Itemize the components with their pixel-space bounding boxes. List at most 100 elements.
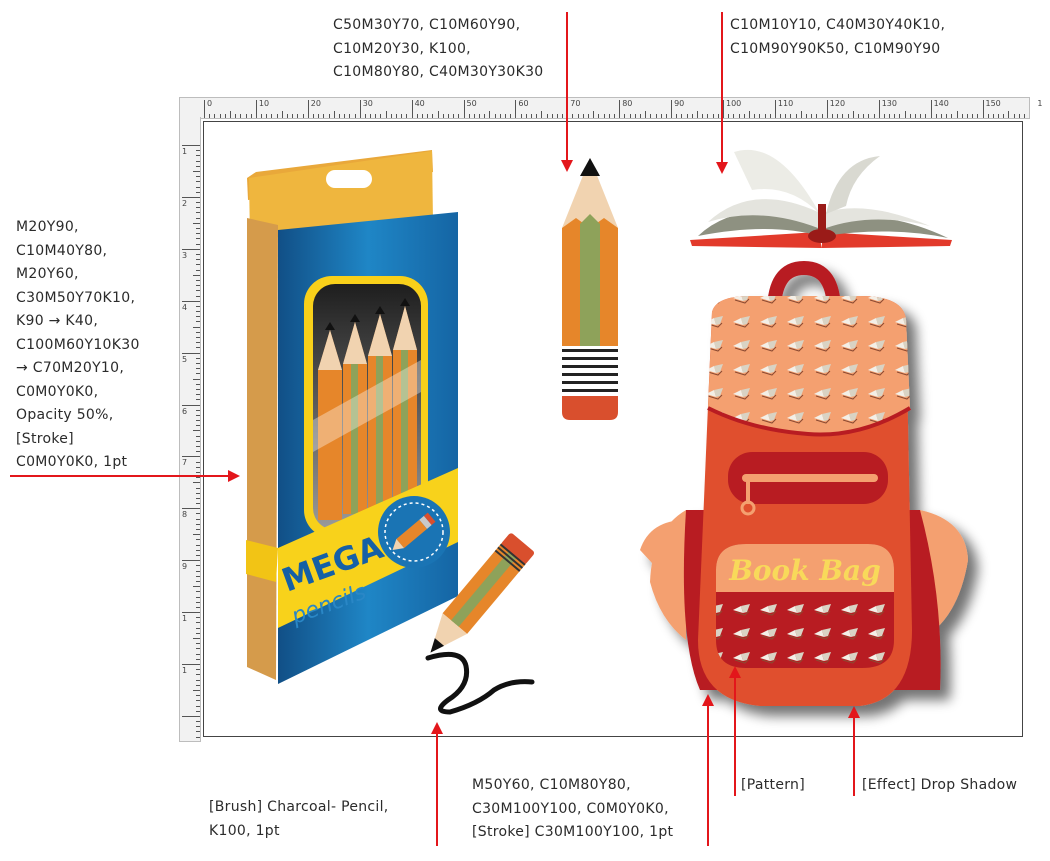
- note-line: C0M0Y0K0,: [16, 383, 99, 400]
- ruler-label: 120: [829, 99, 846, 108]
- ruler-label: 0: [207, 99, 213, 108]
- ruler-tick: [733, 114, 735, 118]
- ruler-tick: [292, 114, 294, 118]
- ruler-tick: [196, 311, 200, 313]
- ruler-tick: [196, 165, 200, 167]
- ruler-tick: [196, 279, 200, 281]
- ruler-tick: [196, 409, 200, 411]
- ruler-tick: [196, 705, 200, 707]
- note-book: C10M10Y10, C40M30Y40K10, C10M90Y90K50, C…: [730, 14, 945, 61]
- ruler-tick: [193, 638, 200, 640]
- note-line: → C70M20Y10,: [16, 360, 125, 376]
- ruler-tick: [375, 114, 377, 118]
- ruler-label: 8: [182, 510, 188, 520]
- ruler-tick: [196, 627, 200, 629]
- ruler-tick: [323, 114, 325, 118]
- ruler-tick: [873, 114, 875, 118]
- ruler-tick: [992, 114, 994, 118]
- ruler-tick: [1008, 111, 1010, 118]
- ruler-tick: [196, 601, 200, 603]
- ruler-tick: [196, 679, 200, 681]
- ruler-tick: [196, 477, 200, 479]
- ruler-tick: [494, 114, 496, 118]
- ruler-tick: [972, 114, 974, 118]
- arrow-pattern: [729, 666, 741, 796]
- ruler-tick: [333, 111, 335, 118]
- ruler-tick: [821, 114, 823, 118]
- bag-zipper-pull: [740, 500, 756, 516]
- ruler-tick: [624, 114, 626, 118]
- ruler-tick: [196, 622, 200, 624]
- ruler-tick: [681, 114, 683, 118]
- bag-pocket-pattern: [716, 590, 894, 668]
- ruler-tick: [196, 523, 200, 525]
- ruler-label: 1: [182, 147, 188, 156]
- ruler-tick: [193, 482, 200, 484]
- ruler-tick: [868, 114, 870, 118]
- ruler-tick: [196, 492, 200, 494]
- ruler-tick: [370, 114, 372, 118]
- ruler-tick: [196, 632, 200, 634]
- ruler-tick: [182, 664, 200, 665]
- ruler-tick: [196, 181, 200, 183]
- ruler-tick: [956, 111, 958, 118]
- ruler-tick: [935, 114, 937, 118]
- note-line: C30M50Y70K10,: [16, 289, 136, 306]
- ruler-tick: [196, 648, 200, 650]
- note-line: C10M80Y80, C40M30Y30K30: [333, 64, 544, 80]
- ruler-tick: [261, 114, 263, 118]
- ruler-tick: [196, 176, 200, 178]
- ruler-tick: [427, 114, 429, 118]
- ruler-tick: [614, 114, 615, 118]
- ruler-tick: [196, 259, 200, 261]
- note-line: C50M30Y70, C10M60Y90,: [333, 17, 521, 33]
- arrow-effect: [848, 706, 860, 796]
- ruler-tick: [312, 114, 314, 118]
- ruler-tick: [484, 114, 486, 118]
- ruler-tick: [196, 471, 200, 473]
- ruler-tick: [307, 100, 309, 118]
- ruler-tick: [401, 114, 403, 118]
- ruler-tick: [842, 114, 844, 118]
- ruler-tick: [1024, 114, 1026, 118]
- ruler-tick: [406, 114, 408, 118]
- ruler-tick: [245, 114, 247, 118]
- ruler-tick: [525, 114, 527, 118]
- ruler-tick: [541, 111, 543, 118]
- ruler-tick: [660, 114, 662, 118]
- ruler-tick: [196, 653, 200, 655]
- ruler-tick: [966, 114, 968, 118]
- ruler-tick: [196, 233, 200, 235]
- ruler-tick: [505, 114, 507, 118]
- ruler-label: 2: [182, 198, 188, 208]
- note-brush: [Brush] Charcoal- Pencil, K100, 1pt: [209, 796, 389, 843]
- ruler-tick: [196, 518, 200, 520]
- ruler-tick: [196, 503, 200, 505]
- ruler-tick: [639, 114, 641, 118]
- ruler-tick: [826, 100, 828, 118]
- ruler-tick: [328, 114, 330, 118]
- ruler-tick: [196, 186, 200, 188]
- ruler-tick: [297, 114, 299, 118]
- ruler-label: 110: [777, 99, 794, 108]
- ruler-tick: [1003, 114, 1005, 118]
- ruler-tick: [577, 114, 579, 118]
- ruler-tick: [463, 100, 465, 118]
- ruler-tick: [196, 466, 200, 468]
- note-line: [Stroke] C30M100Y100, 1pt: [472, 824, 674, 840]
- ruler-tick: [193, 274, 200, 276]
- ruler-tick: [182, 300, 200, 302]
- ruler-tick: [193, 326, 200, 328]
- box-hanger: [249, 151, 433, 240]
- ruler-tick: [196, 736, 200, 738]
- ruler-tick: [255, 100, 257, 118]
- ruler-tick: [196, 238, 200, 240]
- ruler-tick: [196, 721, 200, 723]
- ruler-tick: [193, 689, 200, 691]
- ruler-label: 4: [182, 302, 188, 312]
- ruler-tick: [977, 114, 979, 118]
- arrow-pencil: [561, 12, 573, 172]
- ruler-tick: [811, 114, 813, 118]
